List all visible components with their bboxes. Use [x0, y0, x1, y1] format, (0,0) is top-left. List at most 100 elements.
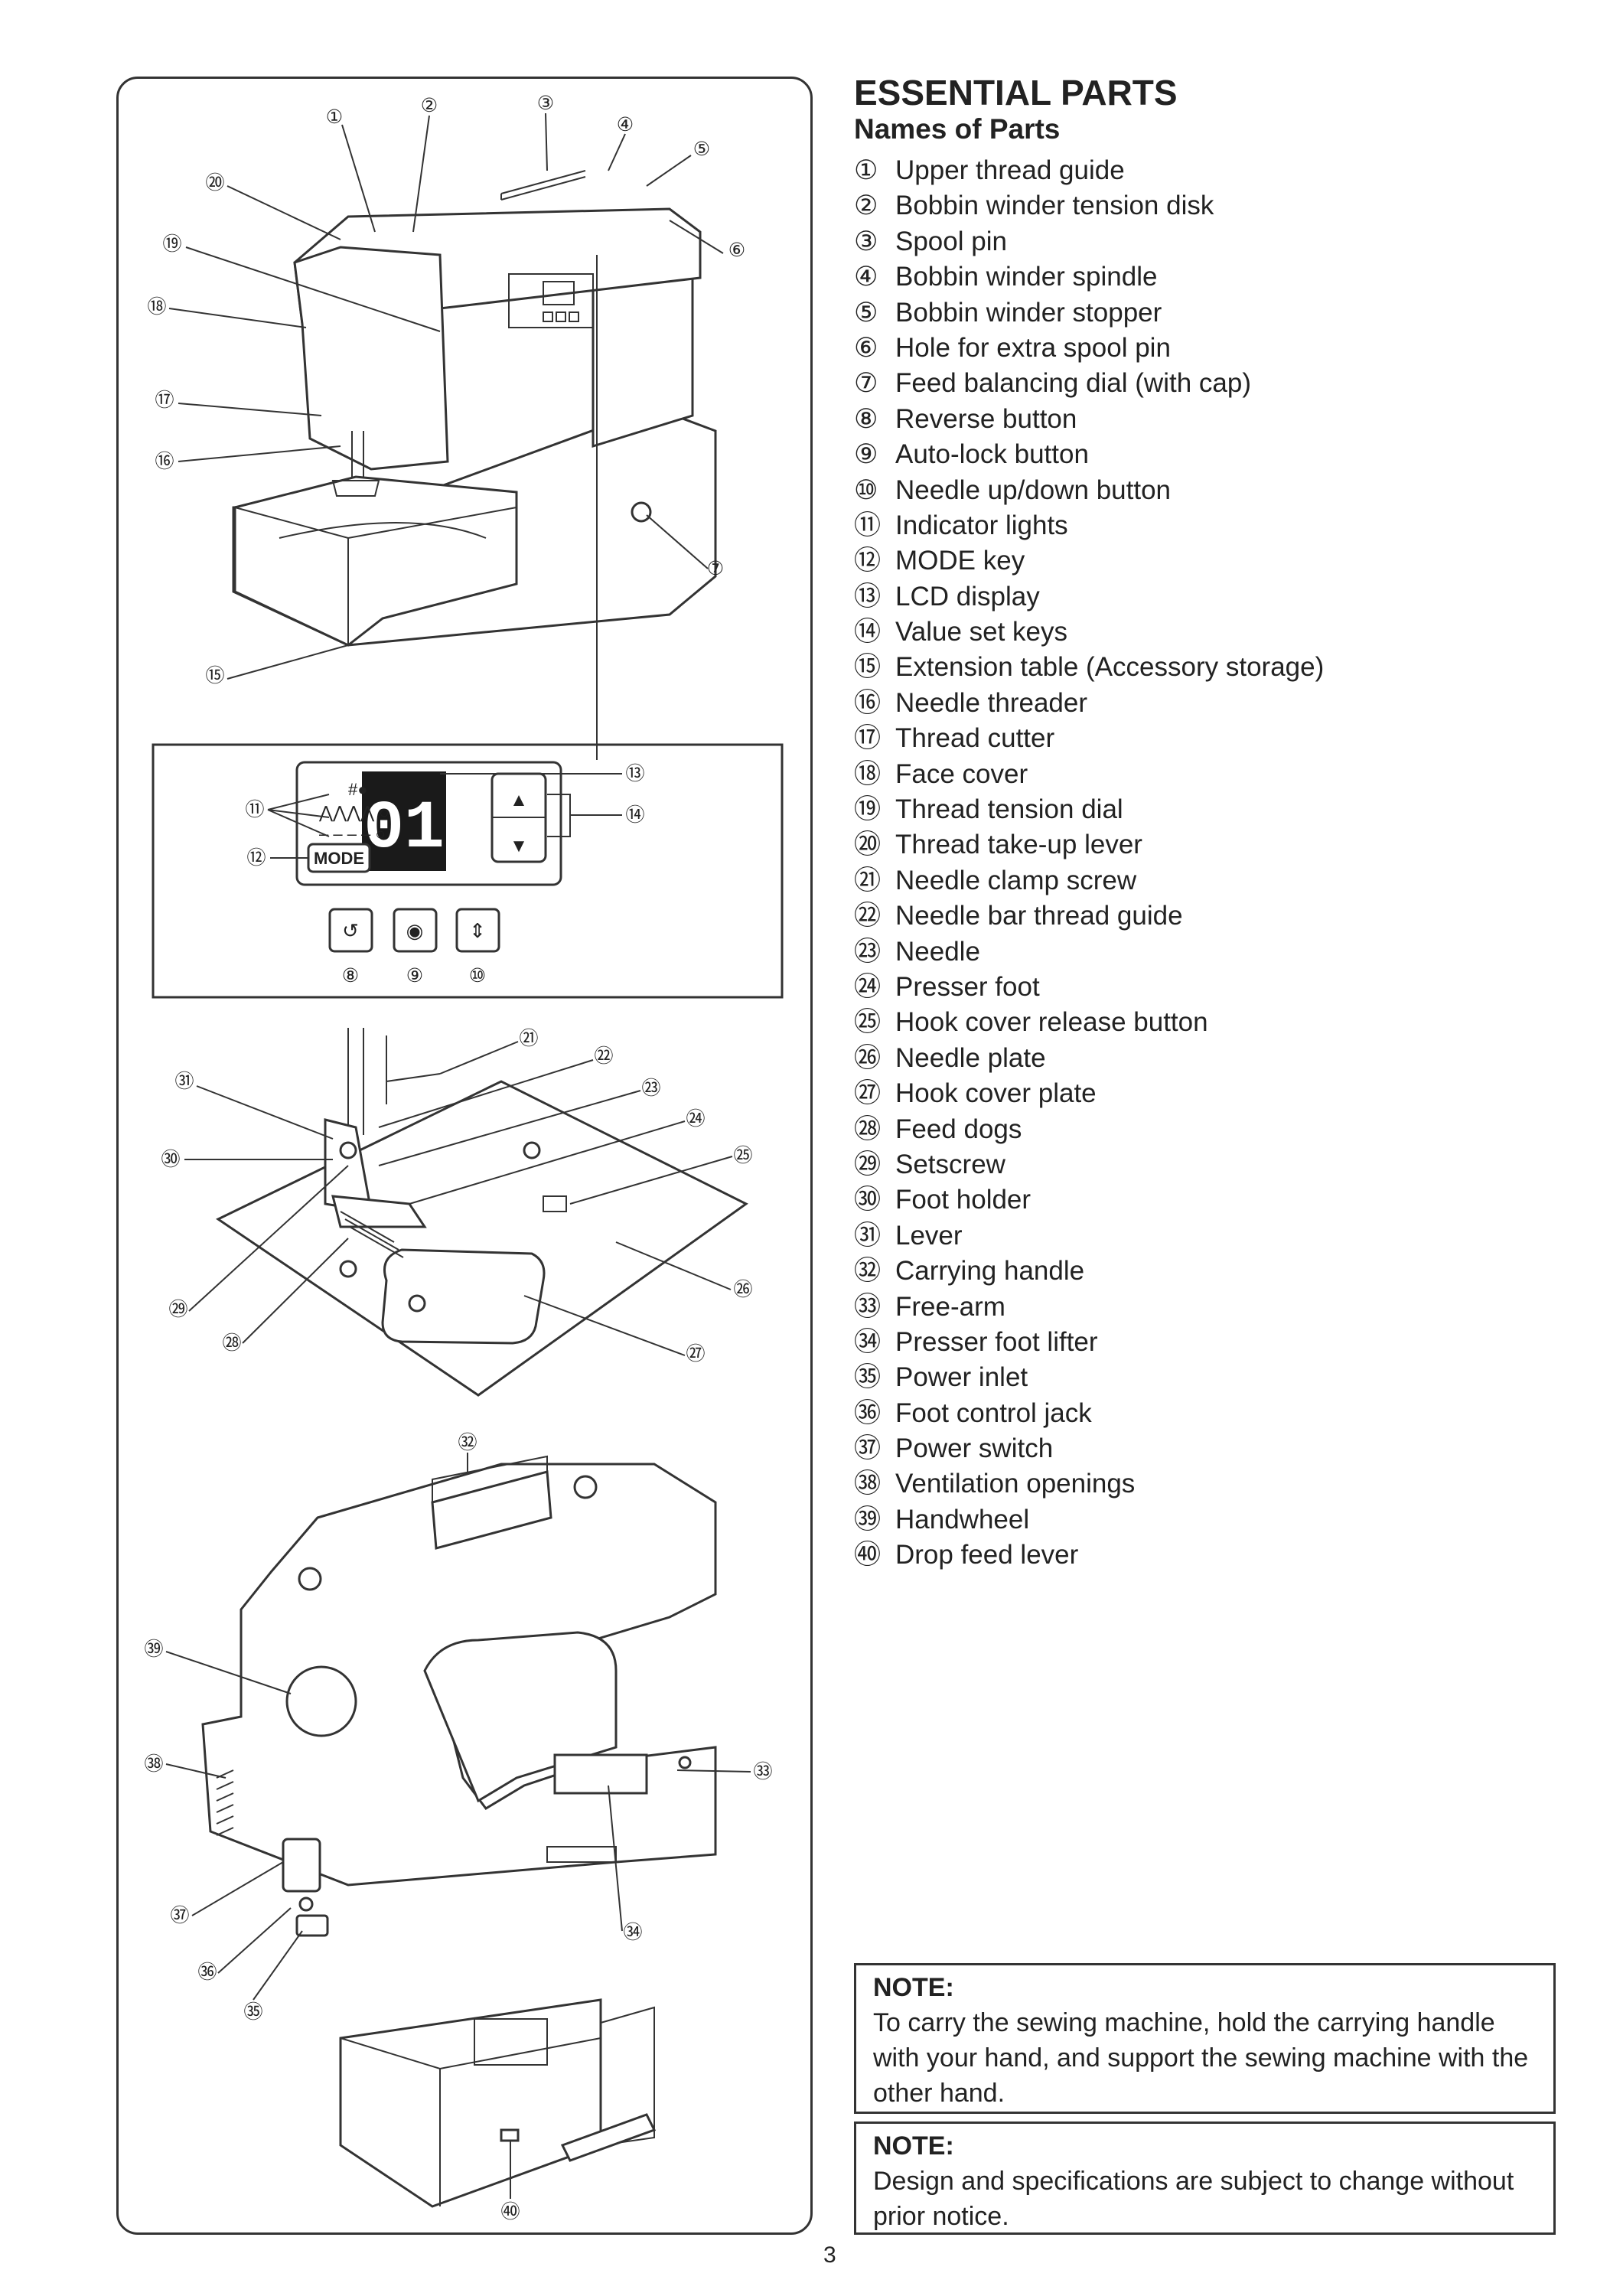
lcd-display-value: 01 [363, 791, 445, 867]
callout-2: ② [421, 95, 438, 116]
part-number: ㉘ [854, 1114, 882, 1144]
front-view-callouts: ① ② ③ ④ ⑤ ⑥ ⑦ ⑳ ⑲ ⑱ ⑰ ⑯ ⑮ [147, 93, 745, 687]
part-label: Bobbin winder spindle [895, 262, 1158, 292]
part-label: Needle threader [895, 687, 1087, 718]
part-item: ⑩ Needle up/down button [854, 473, 1324, 508]
part-item: ⑱ Face cover [854, 757, 1324, 792]
sewing-machine-diagram: ① ② ③ ④ ⑤ ⑥ ⑦ ⑳ ⑲ ⑱ ⑰ ⑯ ⑮ 01 ▲ ▼ MODE #●… [144, 93, 784, 2223]
part-number: ⑳ [854, 830, 882, 860]
part-label: Face cover [895, 758, 1028, 789]
part-item: ⑦ Feed balancing dial (with cap) [854, 366, 1324, 401]
value-up-icon: ▲ [510, 790, 528, 810]
part-number: ⑪ [854, 510, 882, 540]
part-label: Bobbin winder tension disk [895, 191, 1214, 221]
part-number: ㉝ [854, 1291, 882, 1322]
note-text: To carry the sewing machine, hold the ca… [873, 2008, 1529, 2108]
part-number: ㊴ [854, 1504, 882, 1534]
part-item: ⑧ Reverse button [854, 402, 1324, 437]
part-number: ㉖ [854, 1042, 882, 1073]
part-number: ⑭ [854, 617, 882, 647]
part-number: ⑧ [854, 403, 878, 434]
part-number: ㊲ [854, 1433, 882, 1464]
part-label: Reverse button [895, 403, 1077, 434]
part-label: Indicator lights [895, 510, 1068, 540]
part-number: ⑩ [854, 475, 878, 505]
part-item: ⑪ Indicator lights [854, 508, 1324, 543]
part-label: Feed dogs [895, 1114, 1022, 1144]
part-number: ㉗ [854, 1078, 882, 1109]
part-number: ㊳ [854, 1469, 882, 1499]
part-number: ⑤ [854, 297, 878, 328]
part-number: ㉓ [854, 936, 882, 967]
callout-38: ㊳ [144, 1753, 163, 1775]
stitch-indicator-icons: #● [348, 780, 368, 799]
part-number: ⑮ [854, 652, 882, 683]
part-number: ⑱ [854, 758, 882, 789]
part-label: Feed balancing dial (with cap) [895, 368, 1251, 399]
note-label: NOTE: [873, 1973, 954, 2002]
callout-21: ㉑ [519, 1028, 538, 1049]
part-label: Thread take-up lever [895, 830, 1142, 860]
callout-8: ⑧ [342, 965, 359, 987]
callout-10: ⑩ [469, 965, 486, 987]
part-label: Ventilation openings [895, 1469, 1136, 1499]
mode-key-label: MODE [314, 849, 364, 868]
part-label: Setscrew [895, 1149, 1005, 1179]
part-number: ㉜ [854, 1256, 882, 1287]
part-label: Spool pin [895, 226, 1007, 256]
callout-29: ㉙ [168, 1299, 187, 1320]
svg-text:⋀⋀⋀⋀ ○: ⋀⋀⋀⋀ ○ [318, 803, 389, 822]
callout-39: ㊴ [144, 1639, 163, 1660]
callout-34: ㉞ [623, 1922, 642, 1943]
part-label: Needle up/down button [895, 475, 1171, 505]
part-item: ⑳ Thread take-up lever [854, 827, 1324, 863]
note-label: NOTE: [873, 2131, 954, 2161]
part-number: ㉒ [854, 901, 882, 931]
part-label: Value set keys [895, 617, 1068, 647]
part-label: Thread tension dial [895, 794, 1123, 825]
part-number: ⑫ [854, 546, 882, 576]
extension-table-detail: ㊵ [339, 1998, 657, 2223]
control-panel-detail: 01 ▲ ▼ MODE #● ⋀⋀⋀⋀ ○ – – – – ○ ↺ ◉ ⇕ ⑪ … [152, 743, 784, 999]
part-label: Presser foot [895, 971, 1040, 1002]
callout-17: ⑰ [155, 390, 174, 411]
part-label: Upper thread guide [895, 155, 1125, 185]
callout-12: ⑫ [246, 847, 266, 869]
part-number: ⑦ [854, 368, 878, 399]
callout-40: ㊵ [500, 2201, 520, 2223]
callout-16: ⑯ [155, 451, 174, 472]
part-label: Thread cutter [895, 723, 1055, 754]
part-number: ㊵ [854, 1540, 882, 1570]
auto-lock-icon: ◉ [406, 919, 424, 942]
callout-26: ㉖ [733, 1279, 752, 1300]
callout-25: ㉕ [733, 1145, 752, 1166]
part-item: ㉘ Feed dogs [854, 1112, 1324, 1147]
callout-30: ㉚ [161, 1149, 180, 1170]
part-label: Needle clamp screw [895, 865, 1137, 895]
part-label: Lever [895, 1220, 963, 1251]
svg-text:– – – – ○: – – – – ○ [319, 824, 386, 843]
callout-5: ⑤ [693, 139, 710, 160]
part-number: ㉕ [854, 1007, 882, 1038]
callout-35: ㉟ [243, 2001, 262, 2023]
callout-13: ⑬ [625, 763, 644, 784]
callout-28: ㉘ [222, 1332, 241, 1354]
needle-up-down-icon: ⇕ [469, 919, 486, 942]
part-label: Foot holder [895, 1185, 1031, 1215]
part-label: Auto-lock button [895, 439, 1089, 470]
